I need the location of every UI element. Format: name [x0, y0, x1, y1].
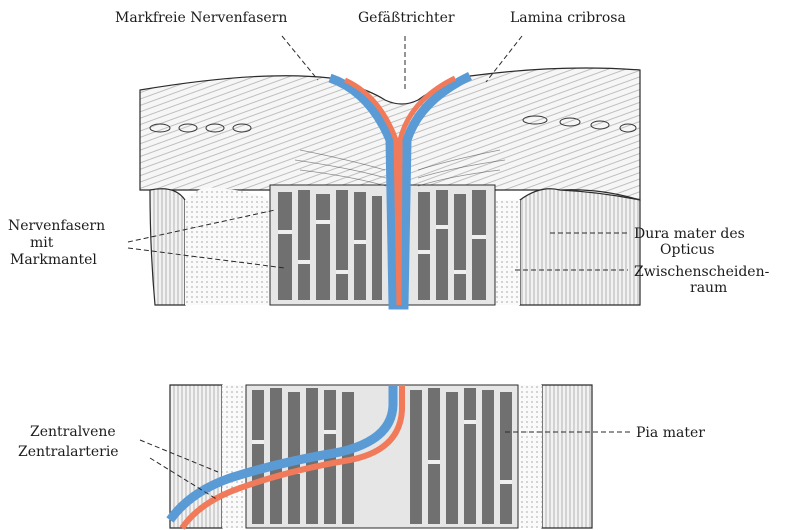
intersheath-right-bottom [518, 385, 542, 528]
label-zentralvene: Zentralvene [30, 424, 116, 440]
intersheath-right-top [495, 200, 520, 305]
dura-sheath-right-bottom [542, 385, 592, 528]
label-pia-mater: Pia mater [636, 425, 705, 441]
label-markfreie-nervenfasern: Markfreie Nervenfasern [115, 10, 287, 26]
label-nervenfasern-line1: Nervenfasern [8, 218, 105, 234]
label-zentralarterie: Zentralarterie [18, 444, 119, 460]
label-gefaesstrichter: Gefäßtrichter [358, 10, 455, 26]
label-zwischen-line2: raum [690, 280, 727, 296]
label-dura-line1: Dura mater des [634, 226, 745, 242]
intersheath-left-bottom [222, 385, 246, 528]
label-zwischen-line1: Zwischenscheiden- [634, 264, 770, 280]
dura-sheath-right-top [520, 189, 640, 305]
nerve-bundles-top [270, 185, 495, 305]
nerve-bundles-bottom [246, 385, 518, 528]
label-nervenfasern-line2: mit [30, 235, 54, 251]
label-lamina-cribrosa: Lamina cribrosa [510, 10, 626, 26]
label-nervenfasern-line3: Markmantel [10, 252, 97, 268]
dura-sheath-left-top [150, 189, 185, 305]
label-dura-line2: Opticus [660, 242, 715, 258]
intersheath-left-top [185, 188, 270, 306]
